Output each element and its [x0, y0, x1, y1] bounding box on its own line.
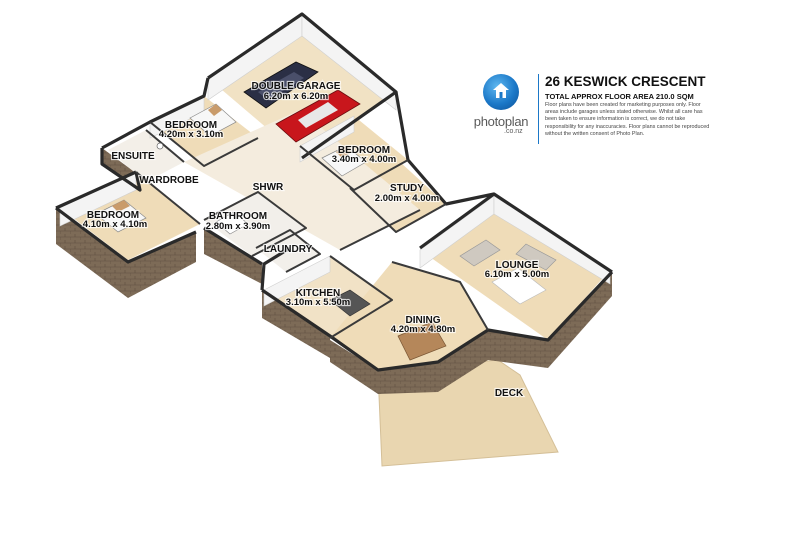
- garage-label: DOUBLE GARAGE: [252, 81, 341, 92]
- bathroom-dims: 2.80m x 3.90m: [206, 221, 270, 232]
- kitchen-label: KITCHEN: [296, 288, 340, 299]
- bedroom-top-label: BEDROOM: [165, 120, 217, 131]
- ensuite-label: ENSUITE: [111, 151, 155, 162]
- bedroom-mid-label: BEDROOM: [338, 145, 390, 156]
- bedroom-mid-dims: 3.40m x 4.00m: [332, 154, 396, 165]
- bedroom-top-dims: 4.20m x 3.10m: [159, 129, 223, 140]
- room-labels: DOUBLE GARAGE 6.20m x 6.20m BEDROOM 4.20…: [82, 80, 551, 400]
- inner-wall-faces: [59, 13, 611, 307]
- header-divider: [538, 74, 539, 144]
- study-label: STUDY: [390, 183, 424, 194]
- garage-dims: 6.20m x 6.20m: [264, 91, 328, 102]
- toilet-icon: [156, 142, 164, 150]
- interior-walls: [135, 121, 489, 339]
- deck-label: DECK: [495, 388, 524, 399]
- listing-header: photoplan .co.nz 26 KESWICK CRESCENT TOT…: [470, 70, 720, 150]
- house-icon: [483, 74, 519, 110]
- kitchen-dims: 3.10m x 5.50m: [286, 297, 350, 308]
- bed-icon: [95, 199, 147, 233]
- total-floor-area: TOTAL APPROX FLOOR AREA 210.0 SQM: [545, 92, 694, 101]
- furniture: [95, 103, 557, 361]
- room-floors: [60, 14, 610, 370]
- kitchen-bench-icon: [329, 289, 371, 317]
- lounge-dims: 6.10m x 5.00m: [485, 269, 549, 280]
- bedroom-left-dims: 4.10m x 4.10m: [83, 219, 147, 230]
- property-address: 26 KESWICK CRESCENT: [545, 74, 706, 89]
- bed-icon: [189, 103, 237, 137]
- dining-table-icon: [397, 321, 447, 361]
- sofa-icon: [459, 239, 557, 271]
- lounge-label: LOUNGE: [496, 260, 539, 271]
- laundry-label: LAUNDRY: [264, 244, 313, 255]
- car-icon: [243, 61, 319, 109]
- bath-icon: [215, 211, 249, 235]
- wardrobe-label: WARDROBE: [139, 175, 199, 186]
- dining-floor: [330, 262, 488, 370]
- bedroom-left-label: BEDROOM: [87, 210, 139, 221]
- study-dims: 2.00m x 4.00m: [375, 193, 439, 204]
- bathroom-label: BATHROOM: [209, 211, 267, 222]
- rug-icon: [491, 267, 547, 305]
- shwr-label: SHWR: [253, 182, 284, 193]
- bed-icon: [321, 145, 367, 177]
- logo-wordmark: photoplan: [473, 114, 529, 129]
- wall-tops: [55, 12, 614, 372]
- disclaimer-text: Floor plans have been created for market…: [545, 102, 710, 137]
- car-icon: [275, 89, 361, 143]
- ensuite-floor: [108, 130, 184, 182]
- dining-dims: 4.20m x 4.80m: [391, 324, 455, 335]
- logo-domain: .co.nz: [504, 128, 523, 135]
- photoplan-logo: photoplan .co.nz: [470, 70, 532, 140]
- dining-label: DINING: [406, 315, 441, 326]
